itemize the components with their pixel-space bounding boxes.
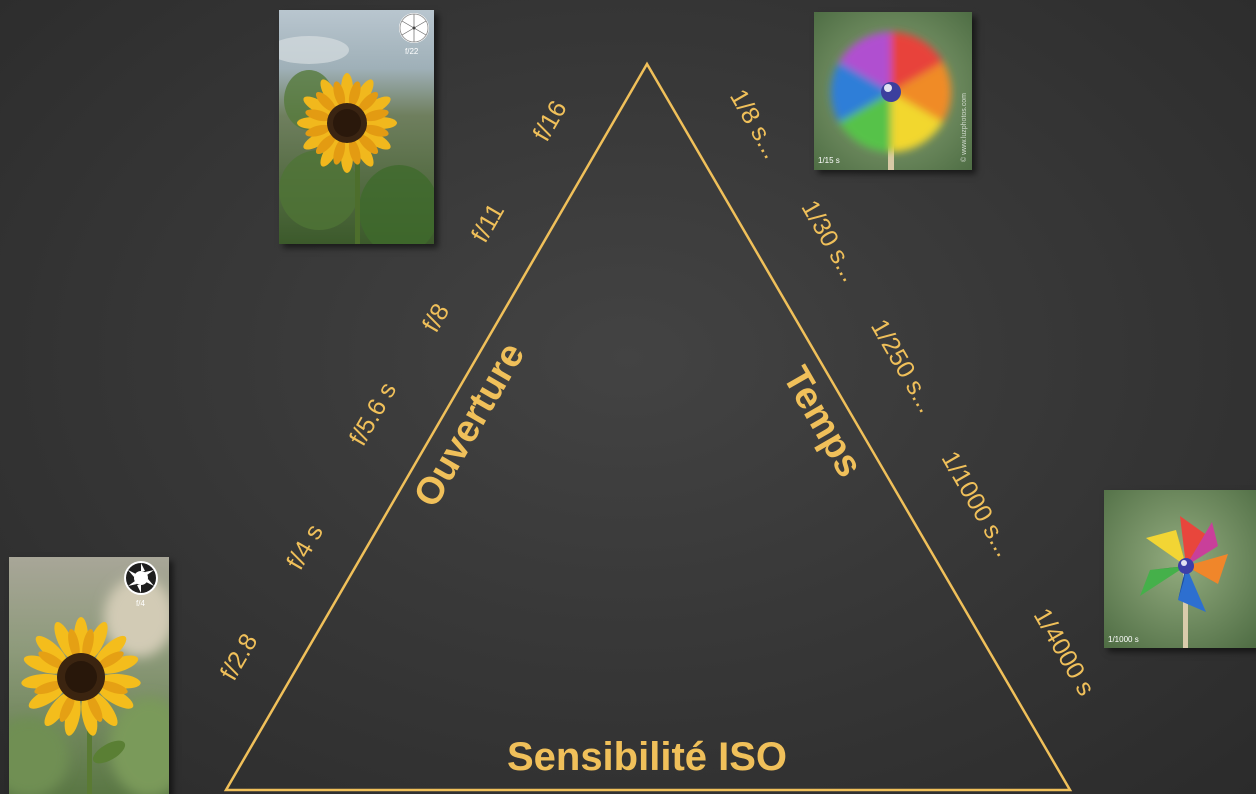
aperture-value: f/2.8 — [215, 629, 264, 685]
aperture-value: f/4 s — [281, 520, 329, 575]
sunflower-wide-aperture-photo: f/4 — [9, 557, 169, 794]
sunflower-small-aperture-photo: f/22 — [279, 10, 434, 244]
photo-credit: © www.luzphotos.com — [961, 93, 968, 162]
iso-axis-title: Sensibilité ISO — [507, 735, 787, 779]
pinwheel-slow-shutter-photo: 1/15 s © www.luzphotos.com — [814, 12, 972, 170]
photo-caption: 1/1000 s — [1108, 635, 1139, 644]
shutter-value: 1/8 s... — [724, 85, 786, 164]
pinwheel-fast-shutter-photo: 1/1000 s — [1104, 490, 1256, 648]
photo-caption: f/22 — [405, 47, 419, 56]
exposure-triangle — [223, 61, 1073, 792]
aperture-value: f/8 — [417, 299, 455, 337]
aperture-value: f/16 — [528, 96, 573, 146]
shutter-value: 1/4000 s — [1028, 603, 1100, 700]
aperture-axis-title: Ouverture — [406, 336, 533, 514]
shutter-value: 1/250 s... — [865, 314, 941, 417]
shutter-value: 1/30 s... — [796, 195, 865, 286]
aperture-icon — [123, 560, 159, 596]
shutter-value: 1/1000 s... — [936, 446, 1019, 561]
aperture-value: f/5.6 s — [344, 378, 402, 451]
photo-caption: f/4 — [136, 599, 145, 608]
aperture-icon — [398, 12, 430, 44]
photo-caption: 1/15 s — [818, 156, 840, 165]
aperture-value: f/11 — [466, 199, 510, 248]
